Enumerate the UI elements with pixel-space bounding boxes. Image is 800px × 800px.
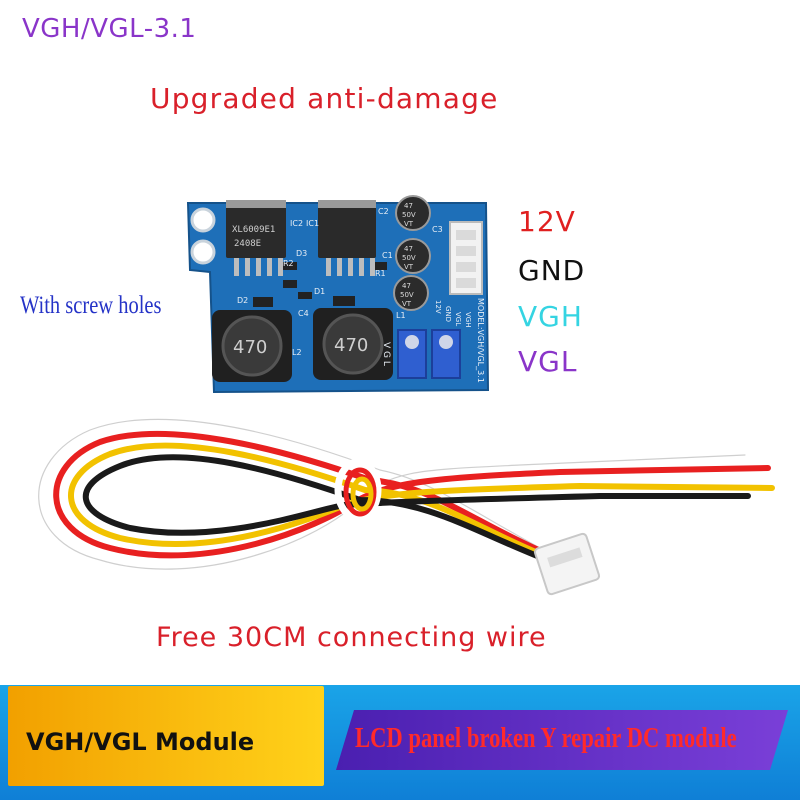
svg-text:R1: R1 (375, 269, 386, 278)
svg-text:12V: 12V (434, 300, 442, 314)
svg-text:50V: 50V (402, 211, 416, 219)
pin-label-12v: 12V (518, 205, 576, 238)
ic-chip (318, 200, 376, 276)
svg-text:470: 470 (334, 335, 368, 356)
svg-text:IC1: IC1 (306, 219, 319, 228)
svg-text:D1: D1 (314, 287, 325, 296)
inductor: 470 (212, 310, 292, 382)
ic-chip: XL6009E1 2408E (226, 200, 286, 276)
pin-label-vgh: VGH (518, 300, 583, 333)
screw-holes-label: With screw holes (20, 292, 162, 319)
svg-text:VT: VT (404, 220, 414, 228)
svg-text:2408E: 2408E (234, 239, 261, 249)
subtitle: Upgraded anti-damage (150, 82, 499, 115)
svg-text:50V: 50V (400, 291, 414, 299)
product-photo: XL6009E1 2408E 470 (34, 195, 775, 596)
screw-hole (190, 239, 216, 265)
svg-text:MODEL:VGH/VGL_3.1: MODEL:VGH/VGL_3.1 (476, 298, 485, 383)
svg-text:47: 47 (404, 245, 413, 253)
connecting-wire-harness (34, 415, 775, 574)
capacitor: 47 50V VT (393, 275, 429, 311)
svg-text:C4: C4 (298, 309, 309, 318)
svg-text:IC2: IC2 (290, 219, 303, 228)
svg-text:47: 47 (402, 282, 411, 290)
screw-hole (190, 207, 216, 233)
svg-text:470: 470 (233, 337, 267, 358)
svg-text:C3: C3 (432, 225, 443, 234)
banner-right-ribbon (336, 710, 788, 770)
svg-text:C2: C2 (378, 207, 389, 216)
svg-text:GND: GND (444, 306, 452, 322)
pin-label-gnd: GND (518, 254, 586, 287)
svg-text:D3: D3 (296, 249, 307, 258)
svg-text:VT: VT (404, 263, 414, 271)
svg-text:V G L: V G L (381, 342, 391, 366)
svg-text:R2: R2 (283, 259, 294, 268)
wire-caption: Free 30CM connecting wire (156, 622, 547, 653)
pcb-board: XL6009E1 2408E 470 (186, 195, 490, 394)
svg-text:VT: VT (402, 300, 412, 308)
potentiometer (397, 329, 427, 379)
product-title: VGH/VGL-3.1 (22, 14, 197, 44)
capacitor: 47 50V VT (395, 195, 431, 231)
svg-text:50V: 50V (402, 254, 416, 262)
capacitor: 47 50V VT (395, 238, 431, 274)
svg-text:VGL: VGL (454, 312, 462, 326)
svg-text:VGH: VGH (464, 312, 472, 327)
svg-text:L2: L2 (292, 348, 302, 357)
banner-left-label: VGH/VGL Module (26, 728, 255, 756)
svg-text:D2: D2 (237, 296, 248, 305)
banner-right-label: LCD panel broken Y repair DC module (355, 722, 737, 754)
banner-left-badge (8, 686, 324, 786)
pin-label-vgl: VGL (518, 345, 578, 378)
svg-text:C1: C1 (382, 251, 393, 260)
svg-text:XL6009E1: XL6009E1 (232, 225, 275, 235)
svg-text:L1: L1 (396, 311, 406, 320)
potentiometer (431, 329, 461, 379)
wire-connector-plug (533, 532, 601, 596)
pin-header-connector (449, 221, 483, 295)
svg-text:47: 47 (404, 202, 413, 210)
inductor: 470 (313, 308, 393, 380)
